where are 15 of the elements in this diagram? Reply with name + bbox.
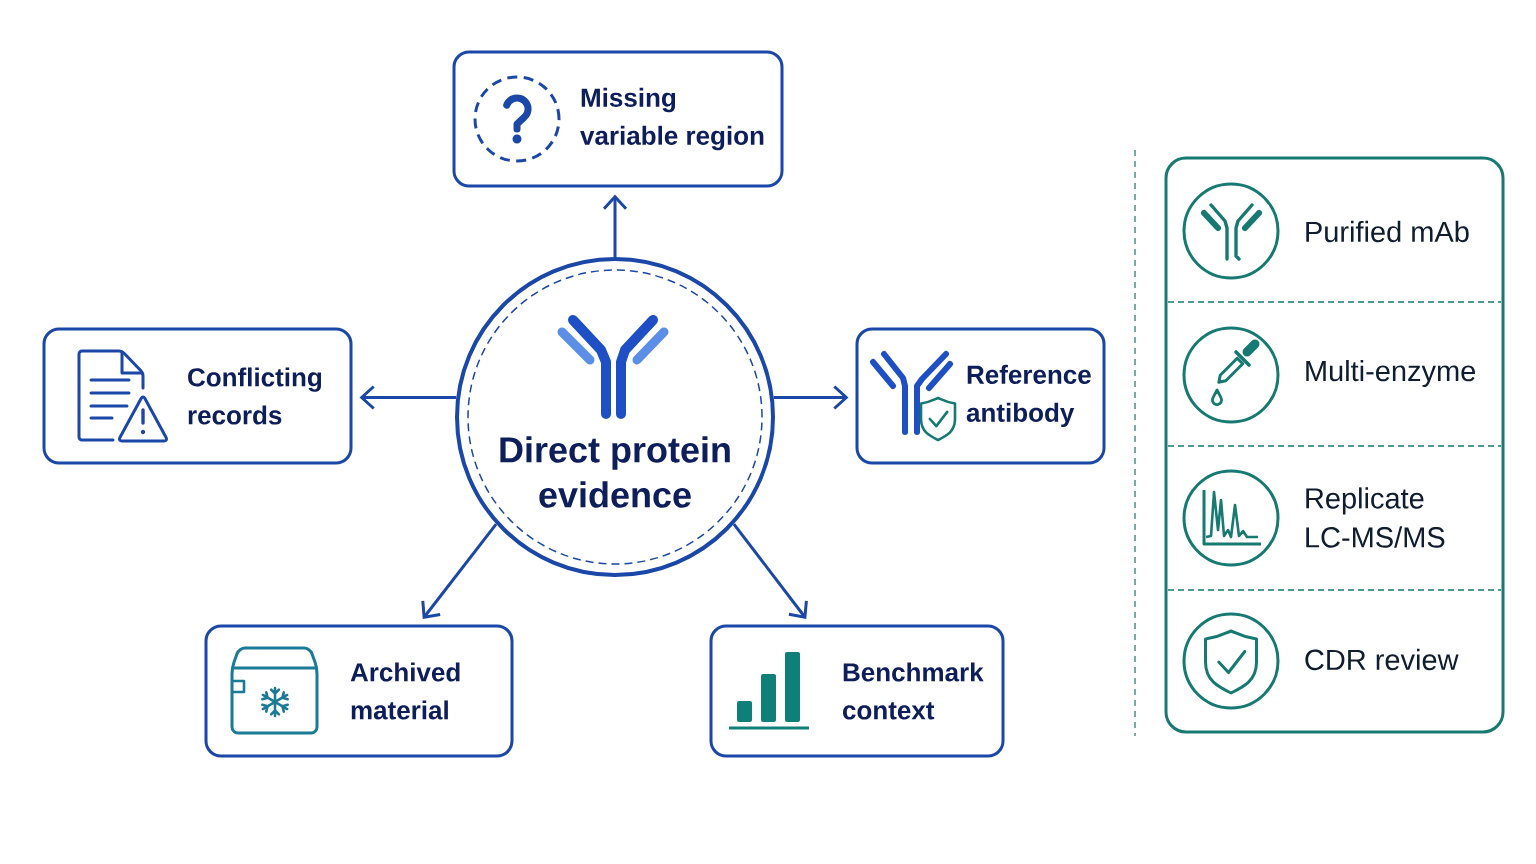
arrow (773, 385, 849, 410)
arrow (359, 385, 457, 410)
info-box: Benchmark context (709, 624, 1005, 758)
info-box: Reference antibody (855, 327, 1106, 465)
panel-box (1164, 156, 1505, 734)
arrow (732, 523, 808, 619)
item-label: CDR review (1305, 648, 1459, 671)
item-label: Purified mAb (1306, 220, 1469, 243)
info-box: Missing variable region (452, 50, 784, 188)
arrow (602, 194, 628, 257)
item-label: Replicate LC-MS/MS (1306, 487, 1445, 548)
info-box: Archived material (204, 624, 514, 758)
item-label: Multi-enzyme (1306, 360, 1476, 387)
arrow (421, 523, 498, 619)
info-box: Conflicting records (42, 327, 353, 465)
